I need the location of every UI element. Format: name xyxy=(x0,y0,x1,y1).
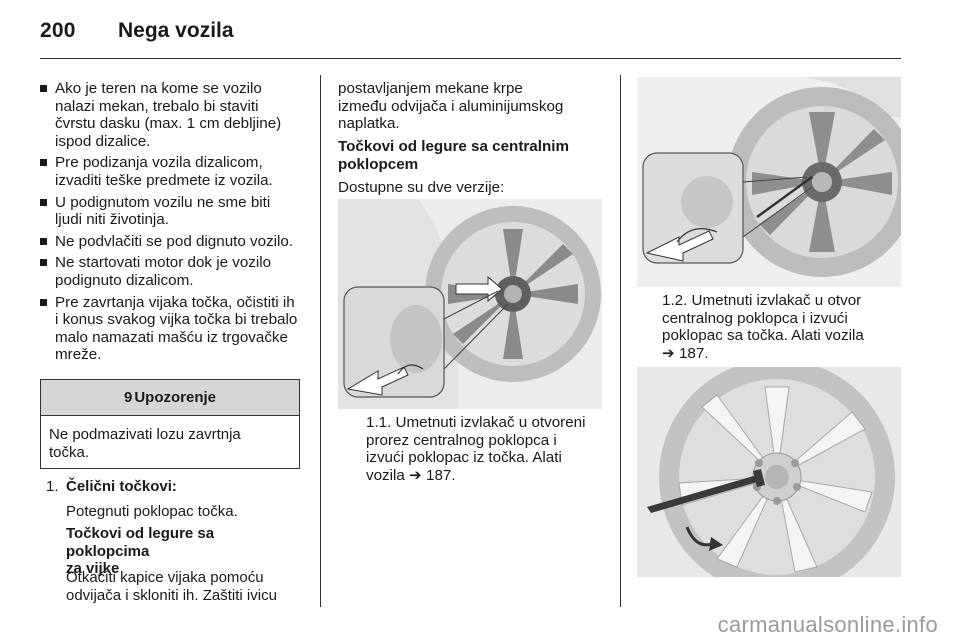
list-item: Pre zavrtanja vijaka točka, očistiti ih … xyxy=(40,294,305,364)
figure-wheel-cover-hole xyxy=(637,77,901,287)
watermark: carmanualsonline.info xyxy=(717,612,938,637)
subsection-title: Točkovi od legure sa poklopcima za vijke xyxy=(66,525,301,578)
subtitle-line: poklopcem xyxy=(338,155,419,173)
figure-caption: 1.2. Umetnuti izvlakač u otvor centralno… xyxy=(662,292,897,362)
header-divider xyxy=(40,58,901,59)
bullet-line: izvaditi teške predmete iz vozila. xyxy=(55,171,273,189)
column-divider-left xyxy=(320,75,321,607)
step-title: Čelični točkovi: xyxy=(66,478,177,495)
caption-line: centralnog poklopca i izvući xyxy=(662,309,848,327)
warning-line: točka. xyxy=(49,443,90,461)
subtitle-line: Točkovi od legure sa centralnim xyxy=(338,138,569,155)
warning-line: Ne podmazivati lozu zavrtnja xyxy=(49,426,241,443)
list-item: Ne startovati motor dok je vozilo podign… xyxy=(40,254,305,289)
warning-box: 9 Upozorenje Ne podmazivati lozu zavrtnj… xyxy=(40,379,300,469)
body-line: između odvijača i aluminijumskog xyxy=(338,97,564,115)
caption-line: poklopac sa točka. Alati vozila xyxy=(662,327,864,345)
bullet-line: Pre podizanja vozila dizalicom, xyxy=(55,154,263,172)
caption-line: 1.2. Umetnuti izvlakač u otvor xyxy=(662,292,862,309)
bullet-line: ljudi niti životinja. xyxy=(55,211,169,229)
step-number: 1. xyxy=(46,478,59,495)
bullet-line: ispod dizalice. xyxy=(55,132,151,150)
figure-caption: 1.1. Umetnuti izvlakač u otvoreni prorez… xyxy=(366,414,606,484)
bullet-icon xyxy=(40,159,47,167)
caption-line: izvući poklopac iz točka. Alati xyxy=(366,449,562,467)
bullet-line: Ne podvlačiti se pod dignuto vozilo. xyxy=(55,232,294,250)
bullet-icon xyxy=(40,259,47,267)
page-title: Nega vozila xyxy=(118,19,234,42)
wheel-illustration xyxy=(637,367,901,577)
bullet-line: čvrstu dasku (max. 1 cm debljine) xyxy=(55,115,282,133)
bullet-line: Ne startovati motor dok je vozilo xyxy=(55,254,272,272)
bullet-icon xyxy=(40,237,47,245)
warning-header: 9 Upozorenje xyxy=(41,380,299,416)
bullet-icon xyxy=(40,298,47,306)
caption-line: ➔ 187. xyxy=(662,344,709,362)
bullet-line: U podignutom vozilu ne sme biti xyxy=(55,193,271,211)
bullet-line: podignuto dizalicom. xyxy=(55,271,194,289)
body-line: postavljanjem mekane krpe xyxy=(338,80,523,97)
middle-text: postavljanjem mekane krpe između odvijač… xyxy=(338,80,608,133)
list-item: Ako je teren na kome se vozilo nalazi me… xyxy=(40,80,305,150)
caption-line: vozila ➔ 187. xyxy=(366,466,456,484)
bullet-icon xyxy=(40,85,47,92)
bullet-line: mreže. xyxy=(55,346,102,364)
bullet-line: nalazi mekan, trebalo bi staviti xyxy=(55,97,259,115)
list-item: U podignutom vozilu ne sme biti ljudi ni… xyxy=(40,194,305,229)
caption-line: prorez centralnog poklopca i xyxy=(366,431,557,449)
subsection-title: Točkovi od legure sa centralnim poklopce… xyxy=(338,138,608,173)
warning-icon: 9 xyxy=(123,389,133,406)
bullet-list: Ako je teren na kome se vozilo nalazi me… xyxy=(40,80,305,368)
bullet-line: Ako je teren na kome se vozilo xyxy=(55,80,262,97)
step-body: Otkačiti kapice vijaka pomoću odvijača i… xyxy=(66,569,301,604)
bullet-icon xyxy=(40,198,47,206)
subtitle-line: za vijke xyxy=(66,560,120,578)
bullet-line: i konus svakog vijka točka bi trebalo xyxy=(55,311,298,329)
figure-alloy-wheel xyxy=(637,367,901,577)
wheel-illustration xyxy=(338,199,602,409)
warning-title: Upozorenje xyxy=(134,389,217,406)
bullet-line: malo namazati mašću iz trgovačke xyxy=(55,328,288,346)
bullet-line: Pre zavrtanja vijaka točka, očistiti ih xyxy=(55,293,295,311)
caption-line: 1.1. Umetnuti izvlakač u otvoreni xyxy=(366,414,586,431)
body-line: odvijača i skloniti ih. Zaštiti ivicu xyxy=(66,586,277,604)
intro-text: Dostupne su dve verzije: xyxy=(338,179,505,196)
body-line: Otkačiti kapice vijaka pomoću xyxy=(66,569,264,586)
subtitle-line: Točkovi od legure sa poklopcima xyxy=(66,525,215,560)
wheel-illustration xyxy=(637,77,901,287)
step-text: Potegnuti poklopac točka. xyxy=(66,503,238,520)
warning-text: Ne podmazivati lozu zavrtnja točka. xyxy=(41,416,299,461)
page-number: 200 xyxy=(40,19,76,42)
list-item: Pre podizanja vozila dizalicom, izvaditi… xyxy=(40,154,305,189)
column-divider-right xyxy=(620,75,621,607)
body-line: naplatka. xyxy=(338,115,400,133)
figure-wheel-cover-slot xyxy=(338,199,602,409)
list-item: Ne podvlačiti se pod dignuto vozilo. xyxy=(40,233,305,251)
